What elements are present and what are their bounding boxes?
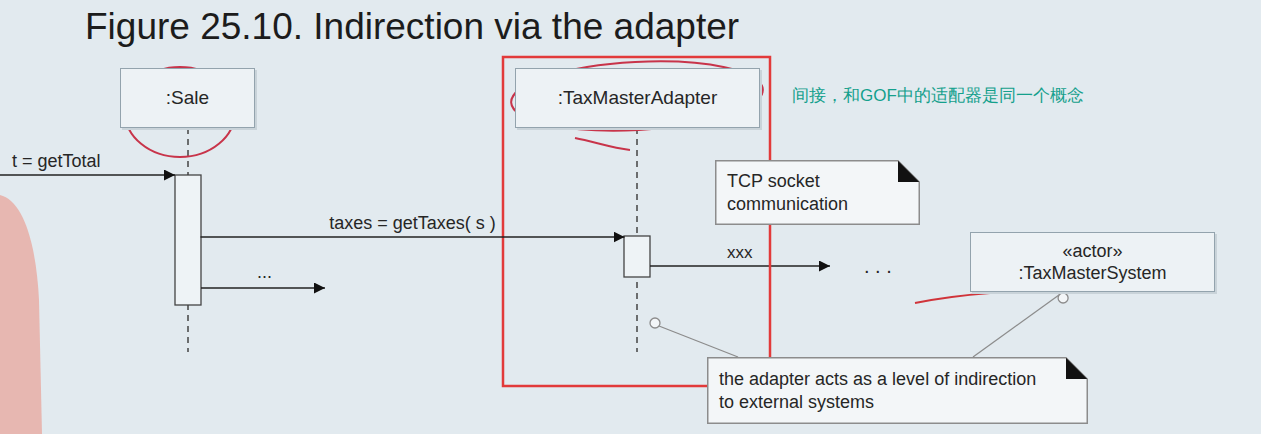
note-outline xyxy=(715,160,920,225)
participant-name: :TaxMasterSystem xyxy=(1018,262,1166,285)
connector-path xyxy=(201,236,625,238)
connector-path xyxy=(973,292,1063,357)
activation-bar xyxy=(624,236,650,277)
lifeline-head: :Sale xyxy=(120,68,255,128)
uml-note: the adapter acts as a level of indirecti… xyxy=(707,357,1088,424)
actor-box: «actor»:TaxMasterSystem xyxy=(970,232,1215,292)
note-text: TCP socket communication xyxy=(727,170,888,215)
activation-bar xyxy=(175,175,201,305)
message-label: taxes = getTaxes( s ) xyxy=(327,213,498,234)
lifeline-head: :TaxMasterAdapter xyxy=(515,68,760,128)
red-circle-mark xyxy=(509,55,764,136)
figure-title: Figure 25.10. Indirection via the adapte… xyxy=(85,6,739,48)
note-outline xyxy=(707,357,1088,424)
message-label: ... xyxy=(255,262,274,283)
note-anchor xyxy=(1058,293,1068,303)
note-fold xyxy=(1066,358,1087,379)
note-fold xyxy=(898,161,919,182)
message-label: xxx xyxy=(725,243,755,263)
participant-name: :TaxMasterAdapter xyxy=(558,86,717,110)
message-arrow xyxy=(201,287,325,289)
continuation-dots: . . . xyxy=(862,255,894,278)
red-stroke-mark xyxy=(575,138,630,150)
participant-name: :Sale xyxy=(166,86,209,110)
note-anchor xyxy=(650,318,660,328)
handwritten-note: 间接，和GOF中的适配器是同一个概念 xyxy=(790,86,1086,106)
presenter-arm xyxy=(0,195,42,434)
found-message xyxy=(0,174,175,176)
message-arrow xyxy=(201,237,625,238)
note-body xyxy=(708,358,1088,424)
uml-note: TCP socket communication xyxy=(715,160,920,225)
red-underline-mark xyxy=(915,293,990,303)
participant-name: «actor» xyxy=(1062,240,1122,263)
note-leader xyxy=(973,292,1068,357)
note-text: the adapter acts as a level of indirecti… xyxy=(719,368,1056,413)
message-label: t = getTotal xyxy=(10,151,103,172)
note-leader xyxy=(659,326,738,357)
message-arrow xyxy=(650,265,830,267)
note-body xyxy=(716,161,920,225)
